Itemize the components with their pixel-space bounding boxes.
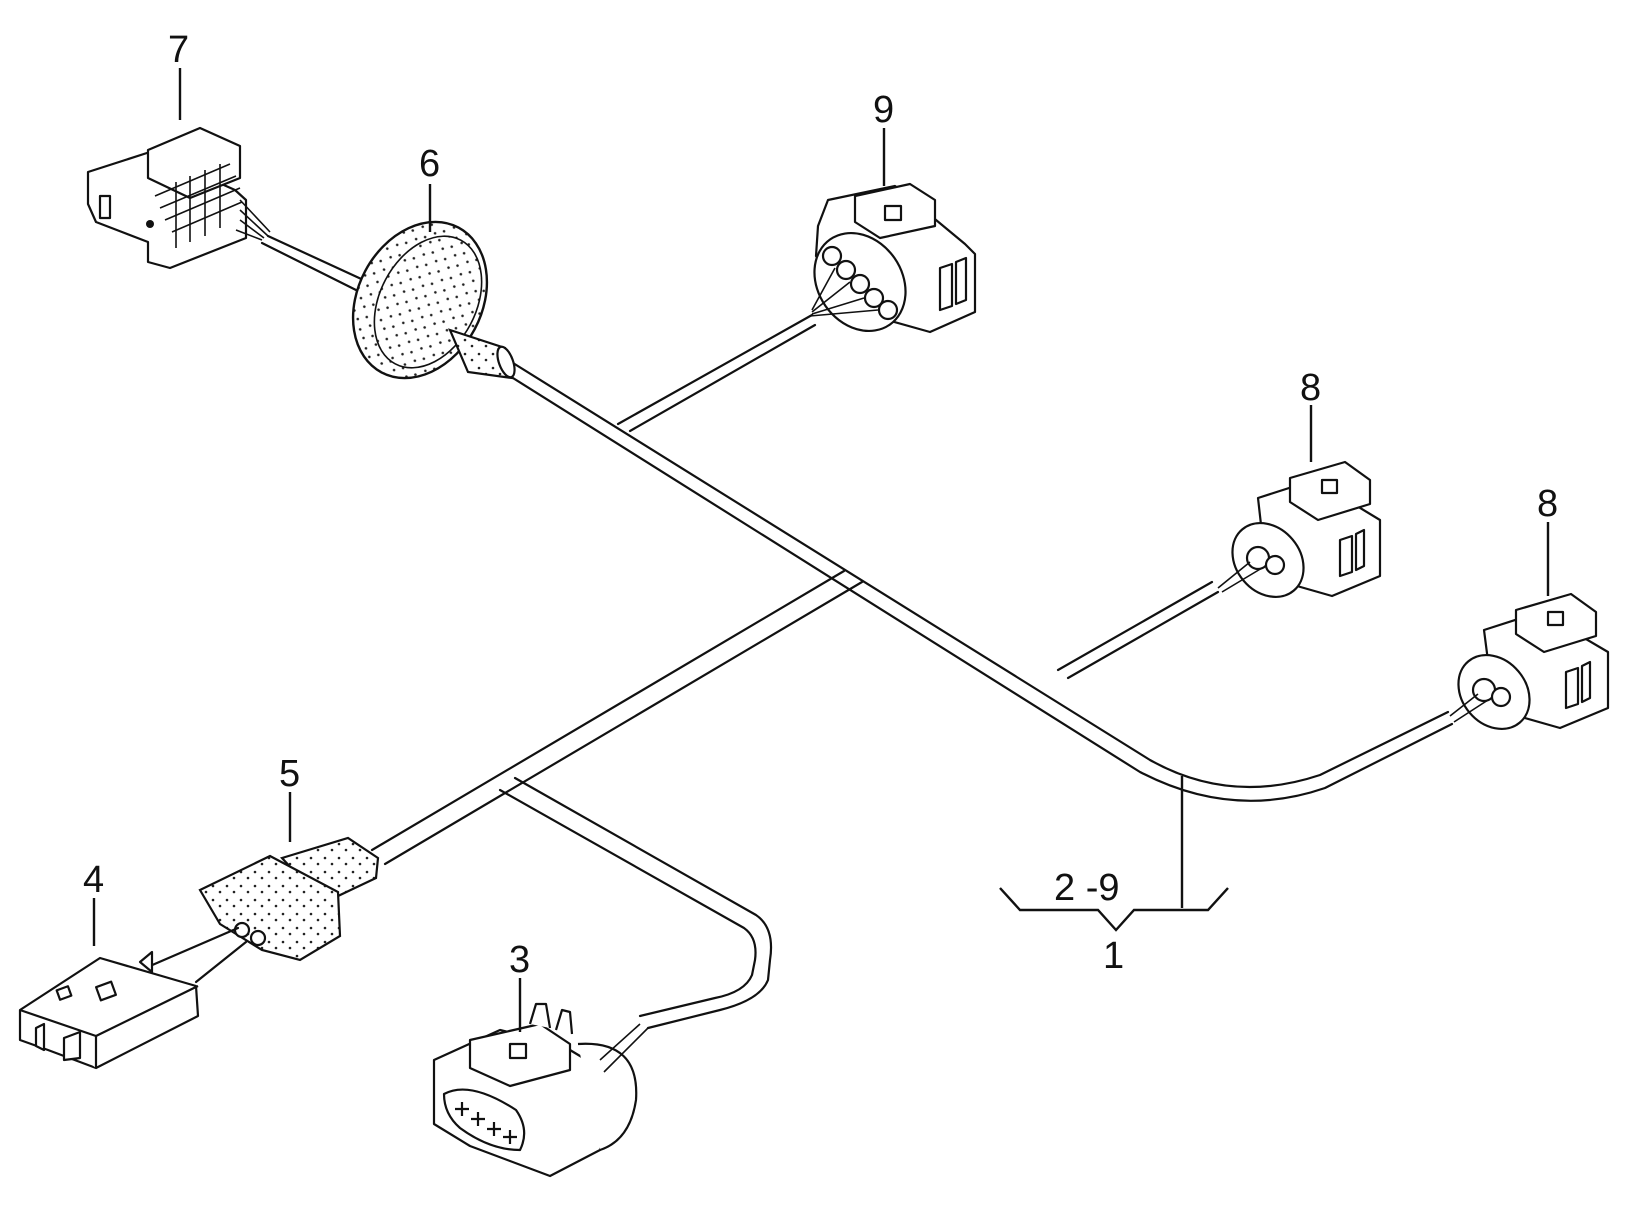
callout-leaders bbox=[92, 68, 1550, 1032]
callout-5: 5 bbox=[279, 753, 300, 795]
callout-6: 6 bbox=[419, 143, 440, 185]
connector-4 bbox=[18, 926, 248, 1070]
connector-8-lower bbox=[1449, 592, 1610, 731]
callout-4: 4 bbox=[83, 859, 104, 901]
callout-8-lower: 8 bbox=[1537, 483, 1558, 525]
connector-7 bbox=[86, 126, 271, 270]
callout-labels: 7 6 9 8 8 5 4 3 2 -9 1 bbox=[83, 29, 1558, 981]
harness-wires bbox=[260, 234, 1454, 1030]
callout-7: 7 bbox=[168, 29, 189, 71]
connector-8-upper bbox=[1217, 460, 1382, 599]
callout-9: 9 bbox=[873, 89, 894, 131]
callout-2-9: 2 -9 bbox=[1054, 867, 1119, 909]
pin-marks bbox=[455, 1102, 517, 1144]
grommet-6 bbox=[351, 220, 516, 380]
sleeve-5 bbox=[198, 836, 380, 962]
callout-3: 3 bbox=[509, 939, 530, 981]
connector-3 bbox=[432, 1002, 649, 1178]
connector-9 bbox=[809, 182, 977, 334]
callout-8-upper: 8 bbox=[1300, 367, 1321, 409]
callout-1: 1 bbox=[1103, 935, 1124, 977]
